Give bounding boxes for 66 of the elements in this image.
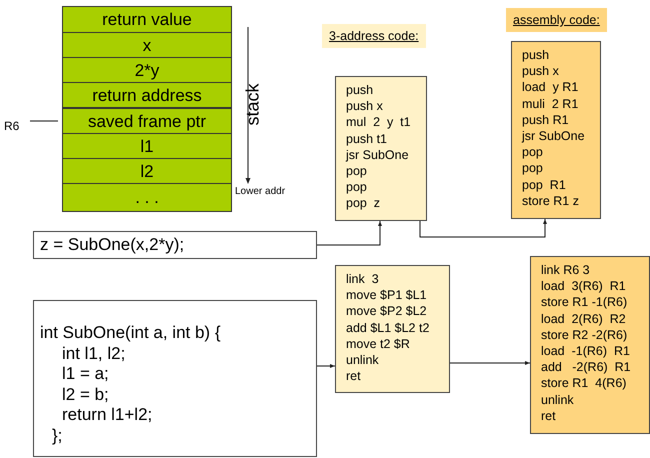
code-line: l1 = a; — [61, 364, 109, 384]
code-line: link 3 — [346, 271, 379, 288]
code-line: store R1 -1(R6) — [541, 294, 628, 311]
code-line: pop — [346, 163, 367, 180]
code-line: push R1 — [522, 112, 569, 128]
section-heading: 3-address code: — [322, 24, 426, 48]
code-line: load 2(R6) R2 — [541, 310, 626, 327]
code-line: pop z — [346, 195, 380, 212]
code-line: push x — [346, 98, 383, 114]
code-line: mul 2 y t1 — [346, 114, 411, 131]
arrow — [316, 220, 382, 246]
code-line: move $P1 $L1 — [346, 287, 427, 304]
code-line: link R6 3 — [541, 262, 590, 278]
arrow — [420, 218, 547, 238]
section-heading: assembly code: — [506, 8, 607, 32]
stack-slot: return value — [62, 6, 232, 33]
code-line: load -1(R6) R1 — [541, 343, 630, 360]
code-line: push — [346, 82, 374, 98]
code-line: return l1+l2; — [61, 405, 152, 426]
code-line: unlink — [541, 392, 574, 408]
code-box — [335, 265, 450, 393]
code-line: load y R1 — [522, 79, 578, 96]
stack-slot: l2 — [62, 158, 232, 184]
code-line: store R2 -2(R6) — [541, 326, 628, 344]
code-line: store R1 z — [522, 192, 579, 210]
stack-slot: return address — [62, 82, 232, 108]
code-box — [511, 41, 601, 219]
leader-line — [30, 120, 58, 122]
code-line: push — [522, 47, 550, 64]
arrow — [316, 364, 336, 368]
code-line: }; — [51, 426, 62, 446]
code-line: l2 = b; — [61, 384, 109, 405]
code-line: int SubOne(int a, int b) { — [40, 323, 220, 344]
code-box — [33, 231, 317, 259]
code-line: add -2(R6) R1 — [541, 359, 631, 376]
code-line: pop — [346, 179, 367, 196]
code-line: jsr SubOne — [522, 128, 585, 144]
code-box — [530, 256, 650, 434]
code-line: pop — [522, 160, 543, 177]
code-line: store R1 4(R6) — [541, 375, 626, 392]
axis-note: Lower addr — [235, 186, 286, 197]
stack-slot: x — [62, 32, 232, 58]
code-line: z = SubOne(x,2*y); — [40, 235, 184, 256]
code-line: move $P2 $L2 — [346, 303, 427, 320]
code-line: pop — [522, 144, 543, 160]
stack-slot: 2*y — [62, 57, 232, 83]
code-line: move t2 $R — [346, 336, 410, 352]
code-box — [33, 300, 317, 457]
code-line: ret — [346, 368, 361, 384]
code-line: unlink — [346, 352, 379, 368]
stack-slot: l1 — [62, 133, 232, 159]
register-label: R6 — [4, 119, 30, 135]
code-line: push t1 — [346, 130, 388, 147]
axis-label: stack — [242, 84, 264, 126]
arrow — [450, 361, 530, 365]
code-line: jsr SubOne — [346, 146, 409, 164]
code-line: int l1, l2; — [61, 344, 126, 364]
code-box — [335, 76, 427, 221]
code-line: muli 2 R1 — [522, 96, 578, 112]
code-line: push x — [522, 63, 559, 80]
stack-slot: saved frame ptr — [62, 108, 232, 134]
code-line: pop R1 — [522, 176, 566, 193]
code-line: load 3(R6) R1 — [541, 278, 626, 294]
stack-slot: . . . — [62, 183, 232, 212]
code-line: add $L1 $L2 t2 — [346, 320, 430, 336]
code-line: ret — [541, 408, 556, 424]
